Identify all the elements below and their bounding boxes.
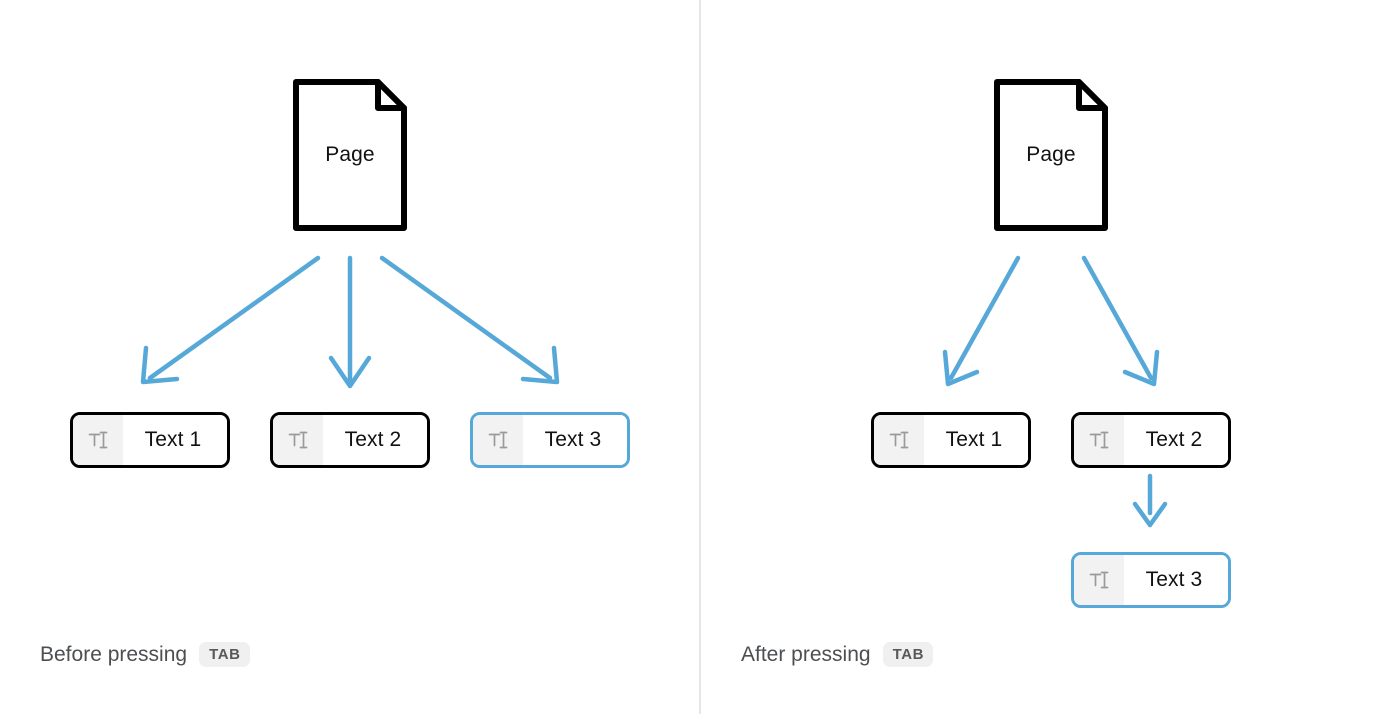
page-node-label: Page bbox=[325, 143, 375, 166]
page-document-icon bbox=[293, 79, 407, 231]
text-cursor-icon bbox=[73, 415, 123, 465]
text-field-node-1[interactable]: Text 1 bbox=[871, 412, 1031, 468]
tab-key-badge: TAB bbox=[882, 642, 934, 667]
arrow-page-to-text2-head bbox=[1122, 349, 1160, 387]
text-field-label: Text 2 bbox=[1124, 415, 1228, 465]
arrow-page-to-text2-shaft bbox=[1081, 255, 1154, 381]
arrow-page-to-text1-head bbox=[140, 345, 180, 385]
text-field-node-1[interactable]: Text 1 bbox=[70, 412, 230, 468]
tab-key-badge: TAB bbox=[199, 642, 250, 667]
text-field-label: Text 3 bbox=[523, 415, 627, 465]
text-field-label: Text 3 bbox=[1124, 555, 1228, 605]
arrow-page-to-text1-head bbox=[942, 349, 980, 387]
text-field-label: Text 1 bbox=[123, 415, 227, 465]
text-field-label: Text 2 bbox=[323, 415, 427, 465]
text-field-node-2[interactable]: Text 2 bbox=[270, 412, 430, 468]
arrow-page-to-text2-head bbox=[328, 355, 372, 389]
caption-before-text: Before pressing bbox=[40, 642, 188, 666]
arrow-text2-to-text3-head bbox=[1132, 501, 1168, 528]
text-field-label: Text 1 bbox=[924, 415, 1028, 465]
text-cursor-icon bbox=[1074, 555, 1124, 605]
page-node[interactable]: Page bbox=[290, 76, 410, 234]
text-cursor-icon bbox=[874, 415, 924, 465]
page-node-label: Page bbox=[1026, 143, 1076, 166]
panel-before-tab: Page Text 1 bbox=[0, 0, 699, 714]
panel-after-tab: Page Text 1 bbox=[701, 0, 1400, 714]
caption-after-text: After pressing bbox=[741, 642, 871, 666]
arrow-page-to-text1-shaft bbox=[948, 255, 1021, 381]
page-node[interactable]: Page bbox=[991, 76, 1111, 234]
page-document-icon bbox=[994, 79, 1108, 231]
text-field-node-3[interactable]: Text 3 bbox=[470, 412, 630, 468]
text-cursor-icon bbox=[273, 415, 323, 465]
panel-divider bbox=[699, 0, 701, 714]
text-field-node-2[interactable]: Text 2 bbox=[1071, 412, 1231, 468]
arrow-page-to-text1-shaft bbox=[147, 255, 321, 381]
text-field-node-3[interactable]: Text 3 bbox=[1071, 552, 1231, 608]
arrow-page-to-text3-head bbox=[520, 345, 560, 385]
arrow-page-to-text3-shaft bbox=[379, 255, 553, 381]
text-cursor-icon bbox=[473, 415, 523, 465]
caption-before: Before pressing TAB bbox=[40, 642, 250, 667]
text-cursor-icon bbox=[1074, 415, 1124, 465]
caption-after: After pressing TAB bbox=[741, 642, 934, 667]
